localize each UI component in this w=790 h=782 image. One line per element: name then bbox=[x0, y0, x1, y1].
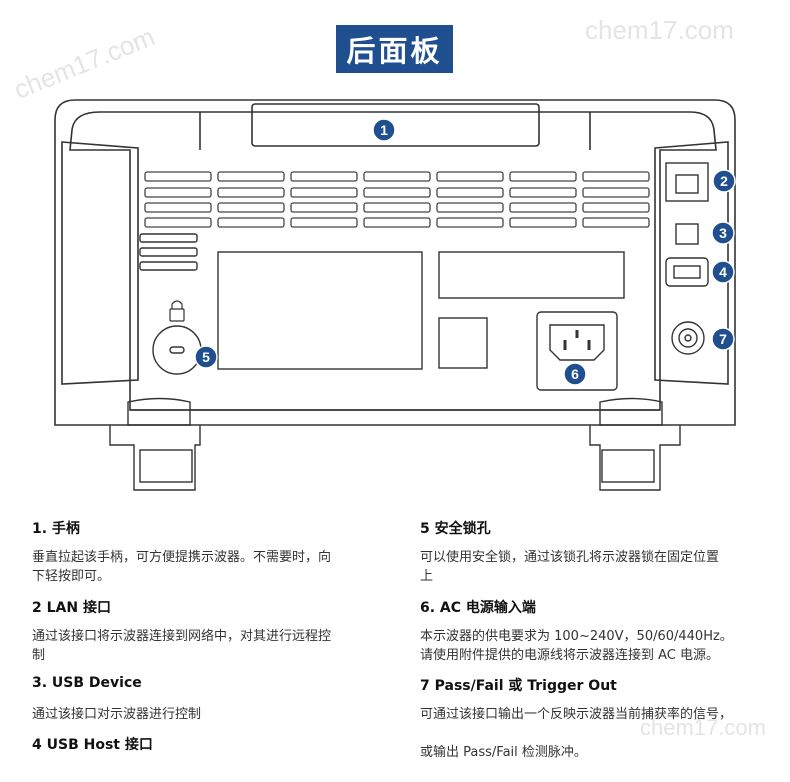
callout-markers: 1 2 3 4 5 6 7 bbox=[194, 118, 736, 386]
bnc-connector bbox=[671, 321, 705, 355]
callout-2: 2 bbox=[712, 169, 736, 193]
vent-slot bbox=[363, 217, 431, 228]
lan-port bbox=[665, 162, 709, 202]
small-label-panel bbox=[438, 317, 488, 369]
vent-slot bbox=[144, 202, 212, 213]
vent-slot bbox=[582, 171, 650, 182]
vent-slot bbox=[363, 171, 431, 182]
watermark-right: chem17.com bbox=[585, 15, 734, 45]
section-desc-line: 制 bbox=[32, 648, 46, 663]
callout-number: 1 bbox=[380, 122, 388, 138]
vent-slot bbox=[217, 187, 285, 198]
vent-slot bbox=[582, 202, 650, 213]
callout-number: 3 bbox=[719, 225, 727, 241]
usb-host-port bbox=[665, 257, 709, 287]
vent-slot bbox=[436, 202, 504, 213]
vent-slot bbox=[144, 187, 212, 198]
callout-6: 6 bbox=[563, 362, 587, 386]
callout-number: 4 bbox=[719, 264, 727, 280]
right-foot bbox=[589, 425, 681, 491]
section-title: 1. 手柄 bbox=[32, 521, 80, 537]
panel-inner-outline bbox=[69, 111, 717, 411]
vent-slot bbox=[363, 202, 431, 213]
left-grip bbox=[61, 141, 139, 385]
callout-number: 2 bbox=[720, 173, 728, 189]
security-lock-slot bbox=[152, 325, 202, 375]
vent-slot bbox=[290, 171, 358, 182]
left-foot bbox=[109, 425, 201, 491]
panel-outline bbox=[54, 99, 736, 426]
section-desc-line: 垂直拉起该手柄，可方便提携示波器。不需要时，向 bbox=[32, 550, 332, 565]
rear-panel-diagram: 1 2 3 4 5 6 7 bbox=[54, 99, 736, 491]
vent-slot bbox=[217, 217, 285, 228]
ac-inlet-frame bbox=[536, 311, 618, 391]
callout-7: 7 bbox=[711, 327, 735, 351]
page-title: 后面板 bbox=[336, 25, 453, 73]
vent-slot bbox=[217, 171, 285, 182]
section-title: 3. USB Device bbox=[32, 675, 142, 691]
section-title: 7 Pass/Fail 或 Trigger Out bbox=[420, 678, 617, 694]
vent-slot bbox=[509, 187, 577, 198]
section-desc-line: 本示波器的供电要求为 100~240V，50/60/440Hz。 bbox=[420, 629, 733, 644]
callout-3: 3 bbox=[711, 221, 735, 245]
vent-slot bbox=[582, 217, 650, 228]
vent-slot bbox=[363, 187, 431, 198]
section-desc-line: 通过该接口对示波器进行控制 bbox=[32, 707, 202, 722]
section-title: 5 安全锁孔 bbox=[420, 521, 491, 537]
usb-device-port bbox=[675, 223, 699, 245]
section-desc-line: 请使用附件提供的电源线将示波器连接到 AC 电源。 bbox=[420, 648, 720, 663]
section-title: 2 LAN 接口 bbox=[32, 600, 111, 616]
callout-number: 7 bbox=[719, 331, 727, 347]
vent-slot bbox=[290, 187, 358, 198]
section-title: 4 USB Host 接口 bbox=[32, 737, 153, 753]
handle bbox=[251, 103, 540, 147]
vent-grille bbox=[144, 171, 650, 228]
vent-slot bbox=[509, 202, 577, 213]
vent-slot bbox=[582, 187, 650, 198]
callout-number: 6 bbox=[571, 366, 579, 382]
vent-slot bbox=[436, 187, 504, 198]
ac-power-inlet bbox=[549, 324, 605, 361]
vent-slot bbox=[217, 202, 285, 213]
callout-1: 1 bbox=[372, 118, 396, 142]
vent-slot bbox=[144, 171, 212, 182]
section-title: 6. AC 电源输入端 bbox=[420, 600, 536, 616]
callout-5: 5 bbox=[194, 345, 218, 369]
vent-slot bbox=[290, 217, 358, 228]
section-desc-line: 通过该接口将示波器连接到网络中，对其进行远程控 bbox=[32, 629, 332, 644]
section-desc-line: 或输出 Pass/Fail 检测脉冲。 bbox=[420, 745, 587, 760]
section-desc-line: 可以使用安全锁，通过该锁孔将示波器锁在固定位置 bbox=[420, 550, 720, 565]
label-panel-left bbox=[217, 251, 423, 370]
vent-slot bbox=[436, 217, 504, 228]
right-grip bbox=[654, 141, 729, 385]
watermark-bottom: chem17.com bbox=[640, 715, 766, 740]
section-desc-line: 可通过该接口输出一个反映示波器当前捕获率的信号， bbox=[420, 707, 733, 722]
callout-number: 5 bbox=[202, 349, 210, 365]
vent-slot bbox=[509, 171, 577, 182]
vent-slot bbox=[509, 217, 577, 228]
lock-icon bbox=[169, 300, 185, 322]
callout-4: 4 bbox=[711, 260, 735, 284]
section-desc-line: 下轻按即可。 bbox=[32, 569, 111, 584]
vent-slot bbox=[144, 217, 212, 228]
label-panel-right bbox=[438, 251, 625, 299]
section-desc-line: 上 bbox=[420, 569, 434, 584]
vent-slot bbox=[290, 202, 358, 213]
vent-slot bbox=[436, 171, 504, 182]
